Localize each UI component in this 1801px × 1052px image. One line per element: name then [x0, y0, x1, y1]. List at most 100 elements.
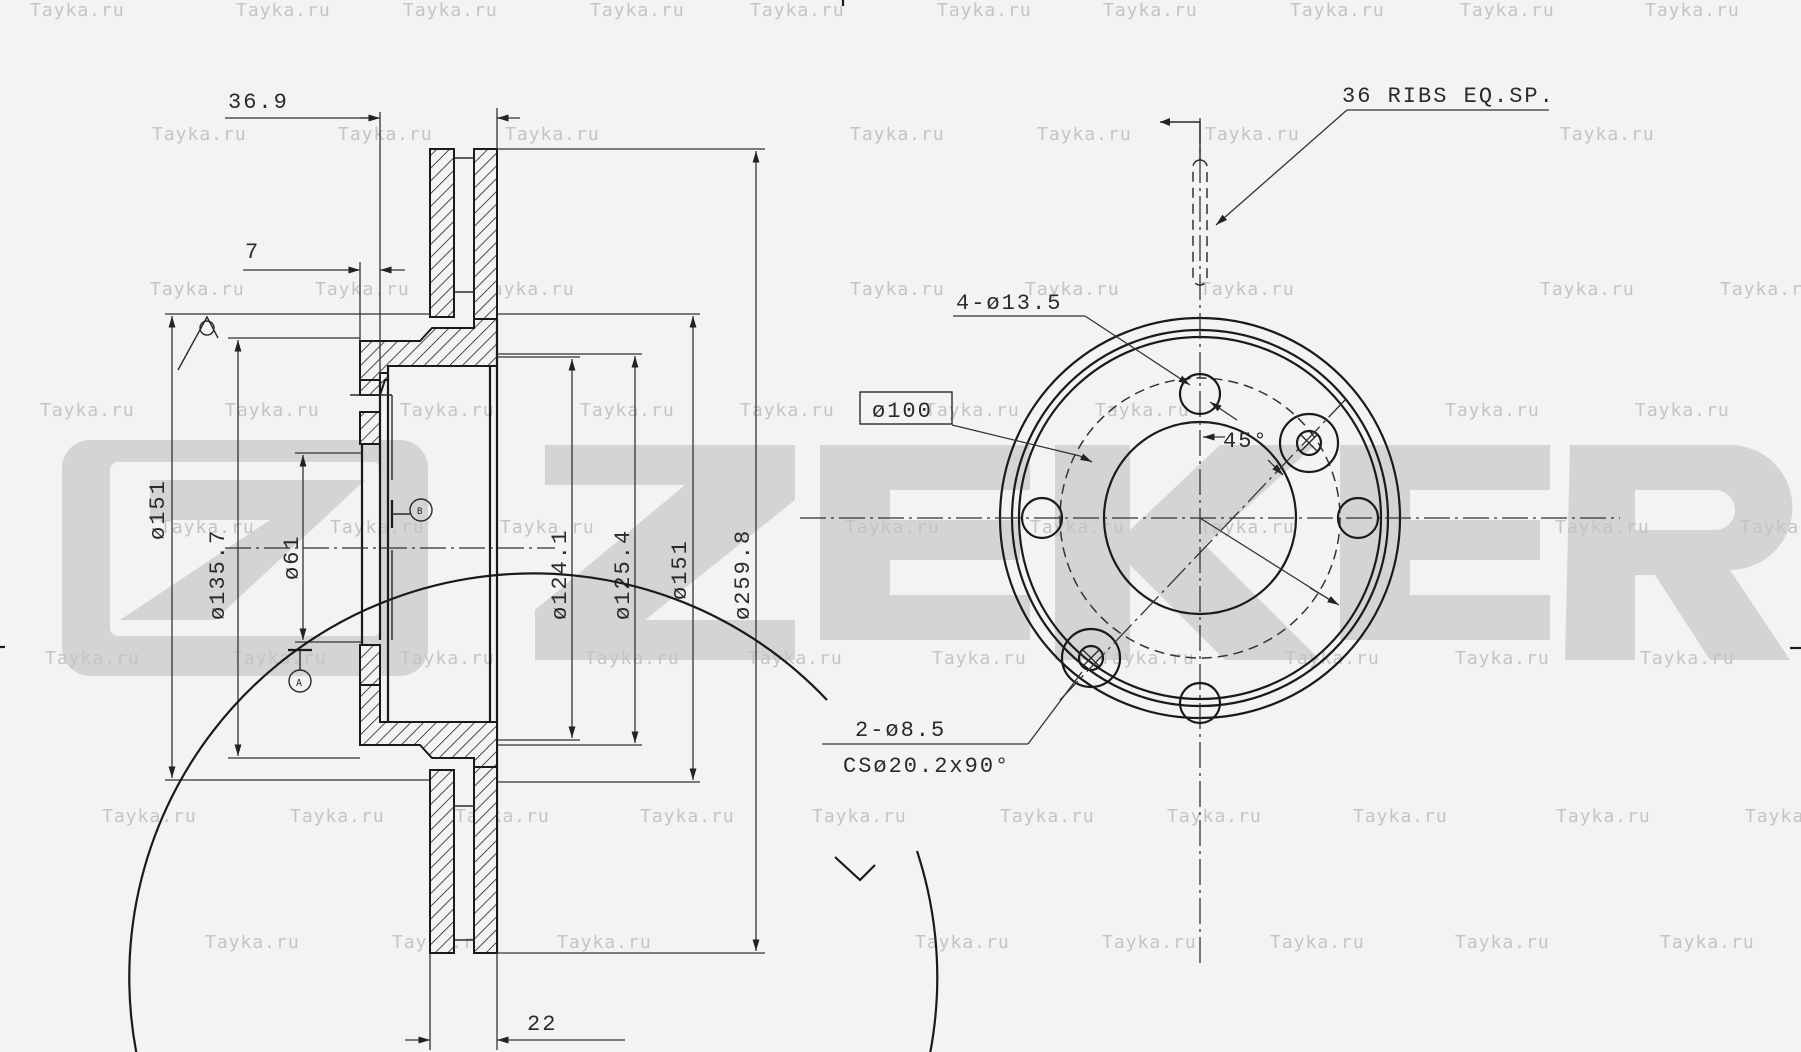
dim-total-thickness-22: 22	[405, 953, 625, 1050]
svg-text:Tayka.ru: Tayka.ru	[740, 400, 835, 421]
svg-text:Tayka.ru: Tayka.ru	[403, 0, 498, 21]
hub-lower-flange	[359, 644, 381, 686]
svg-text:Tayka.ru: Tayka.ru	[850, 279, 945, 300]
bolt-hole-left	[1020, 496, 1064, 540]
svg-text:22: 22	[527, 1012, 557, 1037]
svg-text:Tayka.ru: Tayka.ru	[580, 400, 675, 421]
svg-text:Tayka.ru: Tayka.ru	[455, 806, 550, 827]
angle-note: 45°	[1203, 429, 1284, 476]
svg-text:Tayka.ru: Tayka.ru	[1103, 0, 1198, 21]
svg-text:Tayka.ru: Tayka.ru	[640, 806, 735, 827]
svg-text:Tayka.ru: Tayka.ru	[225, 400, 320, 421]
svg-text:Tayka.ru: Tayka.ru	[330, 517, 425, 538]
datum-b-marker	[409, 498, 433, 522]
svg-text:Tayka.ru: Tayka.ru	[40, 400, 135, 421]
dim-d259-8: ø259.8	[497, 148, 765, 954]
dim-offset-36-9: 36.9	[225, 90, 520, 380]
svg-text:Tayka.ru: Tayka.ru	[590, 0, 685, 21]
svg-text:Tayka.ru: Tayka.ru	[1000, 806, 1095, 827]
svg-text:36.9: 36.9	[228, 90, 289, 115]
svg-text:Tayka.ru: Tayka.ru	[1270, 932, 1365, 953]
svg-text:Tayka.ru: Tayka.ru	[1030, 517, 1125, 538]
svg-text:ø151: ø151	[146, 479, 171, 540]
lower-hat-section	[359, 684, 498, 768]
svg-text:Tayka.ru: Tayka.ru	[1720, 279, 1801, 300]
svg-text:36 RIBS EQ.SP.: 36 RIBS EQ.SP.	[1342, 84, 1555, 109]
svg-text:Tayka.ru: Tayka.ru	[937, 0, 1032, 21]
dim-hat-thickness-7: 7	[243, 240, 405, 341]
svg-text:Tayka.ru: Tayka.ru	[505, 124, 600, 145]
svg-text:Tayka.ru: Tayka.ru	[1167, 806, 1262, 827]
upper-inboard-plate	[473, 148, 498, 320]
svg-text:ø151: ø151	[668, 539, 693, 600]
hub-upper-flange	[359, 411, 381, 445]
svg-text:Tayka.ru: Tayka.ru	[30, 0, 125, 21]
svg-text:Tayka.ru: Tayka.ru	[557, 932, 652, 953]
svg-text:Tayka.ru: Tayka.ru	[1205, 124, 1300, 145]
svg-text:Tayka.ru: Tayka.ru	[400, 400, 495, 421]
svg-text:7: 7	[245, 240, 260, 265]
svg-text:ø100: ø100	[872, 399, 933, 424]
zekert-logo-watermark	[62, 440, 1793, 676]
dim-d125-4: ø125.4	[497, 353, 642, 746]
cs-hole-upper-right	[1278, 412, 1340, 474]
front-view: 36 RIBS EQ.SP. 4-ø13.5 ø100 45°	[128, 84, 1620, 1052]
svg-text:Tayka.ru: Tayka.ru	[232, 648, 327, 669]
ribs-note: 36 RIBS EQ.SP.	[1215, 84, 1555, 226]
svg-text:Tayka.ru: Tayka.ru	[1102, 932, 1197, 953]
bolt-hole-bottom	[1178, 681, 1222, 725]
svg-text:Tayka.ru: Tayka.ru	[315, 279, 410, 300]
svg-text:Tayka.ru: Tayka.ru	[400, 648, 495, 669]
surface-finish-icon	[177, 315, 219, 371]
svg-text:Tayka.ru: Tayka.ru	[748, 648, 843, 669]
svg-text:ø61: ø61	[280, 534, 305, 580]
side-section-view: B A 36.9 7	[146, 90, 765, 1050]
svg-text:Tayka.ru: Tayka.ru	[152, 124, 247, 145]
svg-text:Tayka.ru: Tayka.ru	[500, 517, 595, 538]
svg-text:Tayka.ru: Tayka.ru	[1645, 0, 1740, 21]
datum-a-label: A	[296, 678, 302, 689]
svg-text:Tayka.ru: Tayka.ru	[1560, 124, 1655, 145]
dim-d151-right: ø151	[497, 313, 700, 783]
datum-b-label: B	[417, 507, 422, 517]
pcd-note: ø100	[859, 391, 1340, 606]
svg-text:Tayka.ru: Tayka.ru	[150, 279, 245, 300]
svg-text:Tayka.ru: Tayka.ru	[1635, 400, 1730, 421]
svg-text:Tayka.ru: Tayka.ru	[1290, 0, 1385, 21]
svg-text:Tayka.ru: Tayka.ru	[1460, 0, 1555, 21]
countersink-note: 2-ø8.5 CSø20.2x90°	[822, 671, 1083, 779]
svg-text:Tayka.ru: Tayka.ru	[102, 806, 197, 827]
svg-text:Tayka.ru: Tayka.ru	[1745, 806, 1801, 827]
svg-text:Tayka.ru: Tayka.ru	[850, 124, 945, 145]
svg-text:Tayka.ru: Tayka.ru	[1095, 400, 1190, 421]
svg-text:Tayka.ru: Tayka.ru	[1455, 932, 1550, 953]
bolt-hole-right	[1336, 496, 1380, 540]
lower-inboard-plate	[473, 766, 498, 954]
upper-outboard-plate	[429, 148, 455, 318]
svg-text:Tayka.ru: Tayka.ru	[1100, 648, 1195, 669]
svg-text:Tayka.ru: Tayka.ru	[338, 124, 433, 145]
disc-outer-edge	[128, 572, 939, 1052]
bolt-hole-top	[1178, 372, 1222, 416]
dim-d61: ø61	[280, 452, 362, 643]
dim-d151-left: ø151	[146, 313, 430, 781]
cs-hole-lower-left	[1060, 627, 1122, 689]
svg-text:Tayka.ru: Tayka.ru	[812, 806, 907, 827]
svg-text:Tayka.ru: Tayka.ru	[1540, 279, 1635, 300]
svg-text:Tayka.ru: Tayka.ru	[236, 0, 331, 21]
svg-text:Tayka.ru: Tayka.ru	[1353, 806, 1448, 827]
bolt-holes-note: 4-ø13.5	[953, 291, 1238, 421]
svg-text:Tayka.ru: Tayka.ru	[1445, 400, 1540, 421]
svg-text:Tayka.ru: Tayka.ru	[160, 517, 255, 538]
svg-text:Tayka.ru: Tayka.ru	[1200, 279, 1295, 300]
svg-text:2-ø8.5: 2-ø8.5	[855, 718, 946, 743]
svg-text:Tayka.ru: Tayka.ru	[1455, 648, 1550, 669]
svg-text:Tayka.ru: Tayka.ru	[480, 279, 575, 300]
svg-text:Tayka.ru: Tayka.ru	[1660, 932, 1755, 953]
dim-d135-7: ø135.7	[206, 337, 360, 759]
svg-text:Tayka.ru: Tayka.ru	[1037, 124, 1132, 145]
svg-text:4-ø13.5: 4-ø13.5	[956, 291, 1062, 316]
svg-text:Tayka.ru: Tayka.ru	[45, 648, 140, 669]
